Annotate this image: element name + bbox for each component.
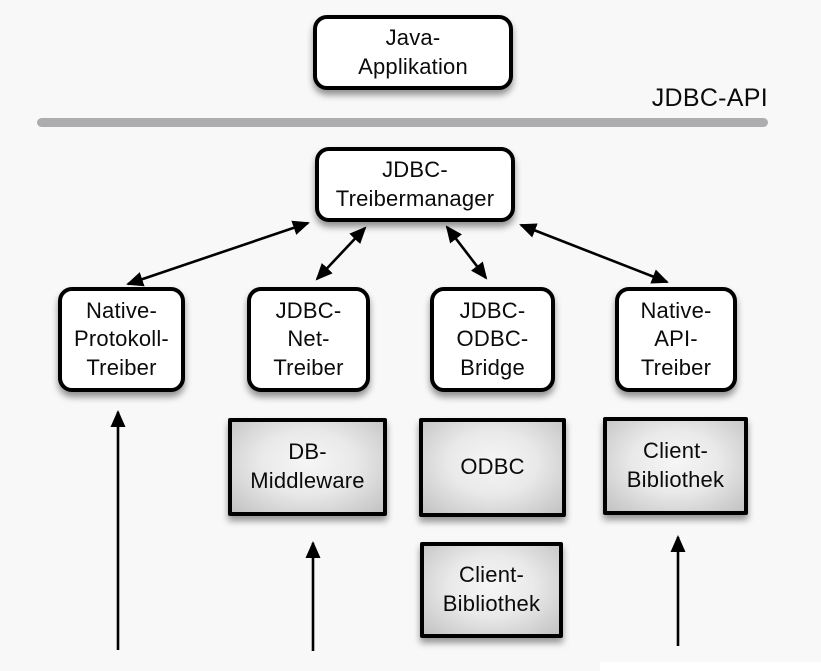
node-client-bibliothek-rechts-label: Client- Bibliothek bbox=[626, 438, 725, 492]
node-java-applikation-label: Java- Applikation bbox=[358, 24, 468, 79]
arrow-treibermanager-native-api bbox=[519, 223, 669, 284]
node-native-api-treiber-label: Native- API- Treiber bbox=[640, 297, 712, 380]
node-jdbc-treibermanager-label: JDBC- Treibermanager bbox=[335, 156, 495, 211]
node-jdbc-net-treiber-label: JDBC- Net- Treiber bbox=[273, 297, 344, 380]
node-jdbc-treibermanager: JDBC- Treibermanager bbox=[315, 147, 515, 222]
node-java-applikation: Java- Applikation bbox=[313, 15, 513, 90]
node-client-bibliothek-rechts: Client- Bibliothek bbox=[603, 417, 748, 515]
node-jdbc-odbc-bridge-label: JDBC- ODBC- Bridge bbox=[456, 297, 529, 380]
jdbc-api-label: JDBC-API bbox=[651, 84, 768, 112]
node-jdbc-odbc-bridge: JDBC- ODBC- Bridge bbox=[430, 287, 555, 392]
arrow-treibermanager-native-protokoll bbox=[126, 220, 310, 287]
jdbc-api-divider bbox=[37, 118, 768, 127]
node-db-middleware: DB- Middleware bbox=[228, 418, 387, 516]
node-db-middleware-label: DB- Middleware bbox=[250, 439, 365, 493]
node-client-bibliothek-mitte-label: Client- Bibliothek bbox=[442, 562, 541, 616]
node-client-bibliothek-mitte: Client- Bibliothek bbox=[420, 542, 563, 638]
node-jdbc-net-treiber: JDBC- Net- Treiber bbox=[247, 287, 370, 392]
node-native-api-treiber: Native- API- Treiber bbox=[615, 287, 737, 392]
node-odbc-label: ODBC bbox=[460, 454, 525, 480]
node-odbc: ODBC bbox=[419, 418, 566, 517]
partial-box-bottom-right bbox=[600, 662, 821, 671]
node-native-protokoll-treiber-label: Native- Protokoll- Treiber bbox=[74, 297, 169, 380]
arrow-treibermanager-jdbc-net bbox=[315, 226, 367, 281]
node-native-protokoll-treiber: Native- Protokoll- Treiber bbox=[58, 287, 185, 392]
arrow-treibermanager-jdbc-odbc bbox=[445, 225, 488, 280]
